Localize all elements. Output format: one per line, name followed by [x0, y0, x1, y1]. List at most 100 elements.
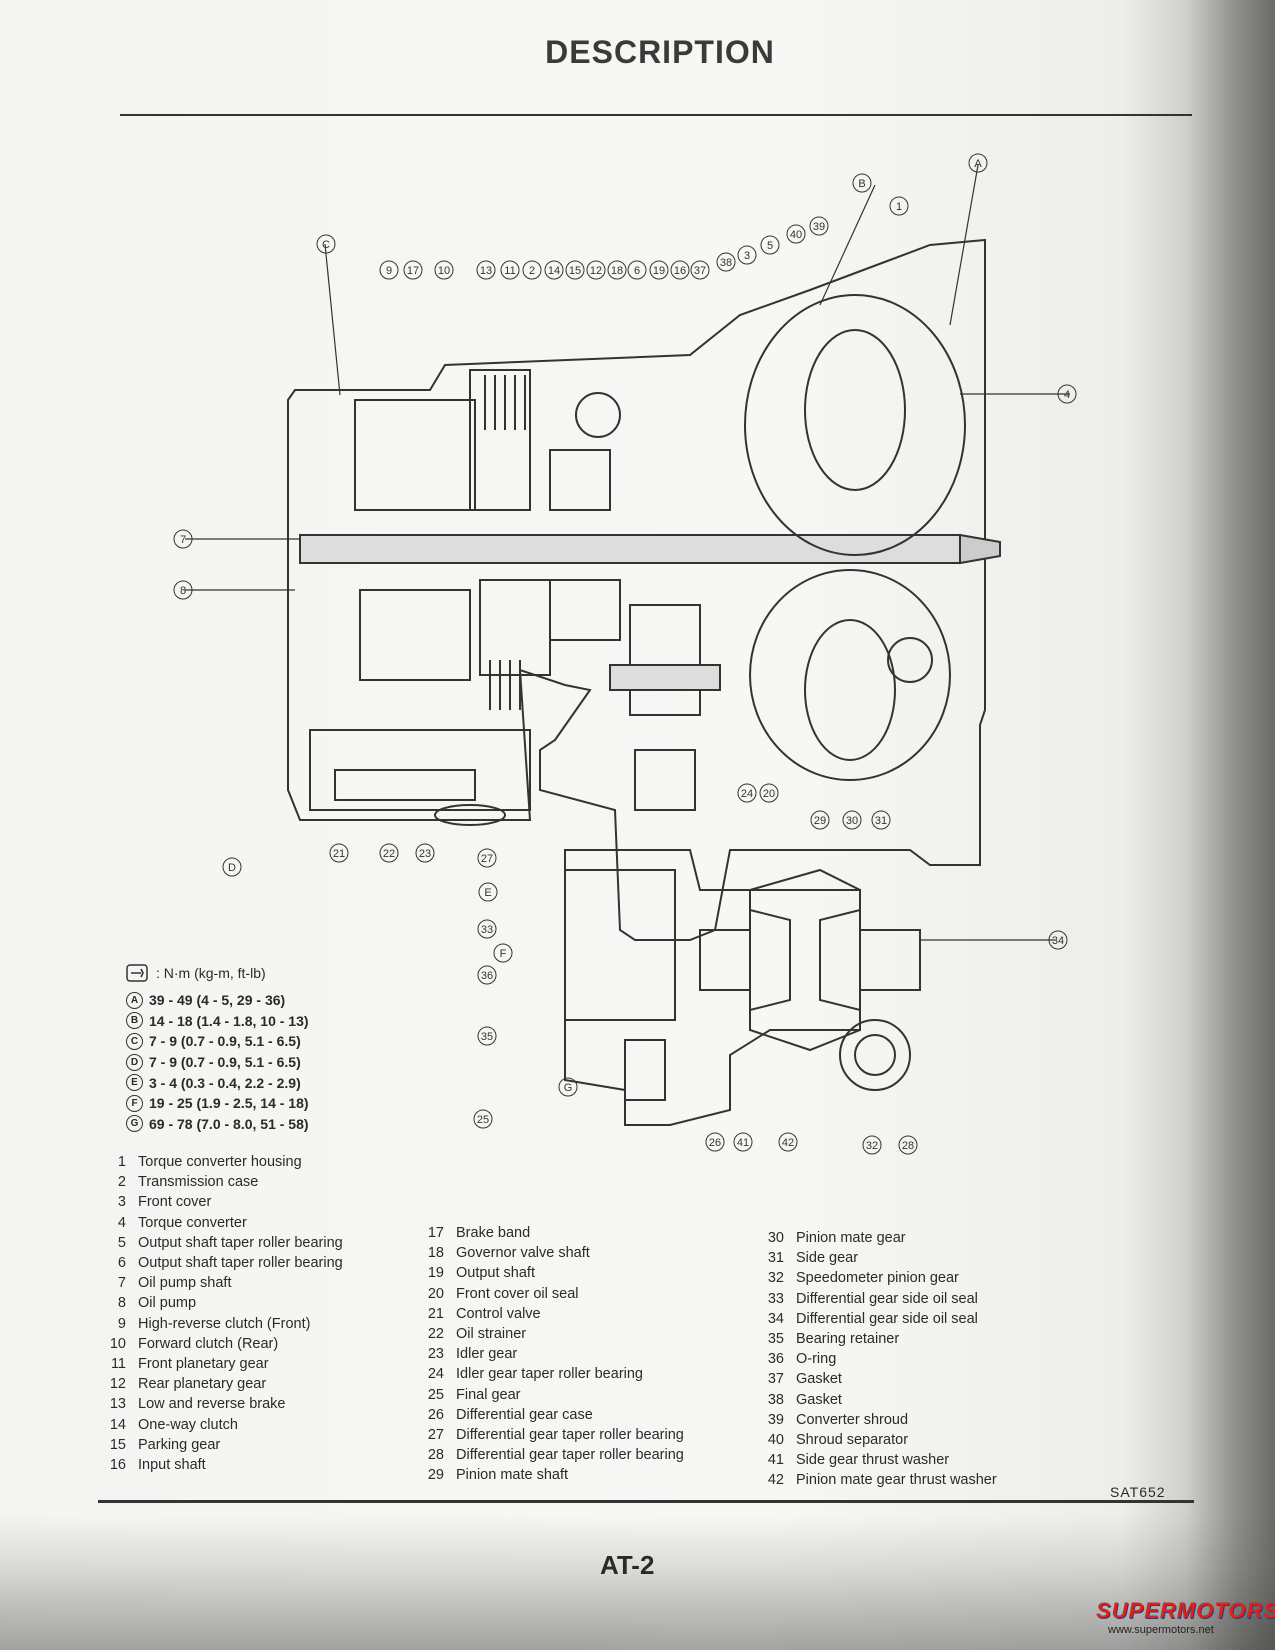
svg-text:2: 2 [529, 265, 535, 277]
svg-text:26: 26 [709, 1137, 721, 1149]
legend-label: Side gear thrust washer [796, 1452, 950, 1469]
legend-number: 30 [767, 1230, 784, 1247]
legend-label: Output shaft taper roller bearing [138, 1234, 343, 1251]
legend-label: Differential gear side oil seal [796, 1310, 978, 1327]
legend-label: Output shaft [456, 1265, 535, 1282]
legend-number: 33 [767, 1290, 784, 1307]
legend-label: Torque converter [138, 1214, 247, 1231]
callout-8: 8 [173, 580, 193, 600]
svg-text:41: 41 [737, 1137, 749, 1149]
legend-label: Converter shroud [796, 1411, 909, 1428]
legend-item: 13 Low and reverse brake [100, 1394, 343, 1414]
legend-label: Speedometer pinion gear [796, 1270, 959, 1287]
legend-label: Forward clutch (Rear) [138, 1335, 279, 1352]
svg-text:C: C [322, 239, 330, 251]
svg-text:10: 10 [438, 265, 450, 277]
legend-label: Gasket [796, 1391, 842, 1408]
callout-34: 34 [1048, 930, 1068, 950]
spec-value: 7 - 9 (0.7 - 0.9, 5.1 - 6.5) [149, 1054, 301, 1071]
legend-item: 34 Differential gear side oil seal [758, 1309, 997, 1329]
torque-spec-row: D 7 - 9 (0.7 - 0.9, 5.1 - 6.5) [126, 1052, 386, 1073]
svg-text:37: 37 [694, 265, 706, 277]
svg-text:42: 42 [782, 1137, 794, 1149]
spec-letter: D [126, 1053, 143, 1071]
svg-text:22: 22 [383, 848, 395, 860]
spec-value: 19 - 25 (1.9 - 2.5, 14 - 18) [149, 1095, 309, 1112]
legend-label: Final gear [456, 1386, 521, 1403]
scan-shadow [0, 1515, 1275, 1650]
legend-number: 1 [117, 1154, 126, 1171]
legend-label: Gasket [796, 1371, 842, 1388]
svg-text:8: 8 [180, 585, 186, 597]
legend-label: Input shaft [138, 1456, 206, 1473]
legend-item: 37 Gasket [758, 1369, 997, 1389]
legend-number: 31 [767, 1250, 784, 1267]
spec-value: 3 - 4 (0.3 - 0.4, 2.2 - 2.9) [149, 1074, 301, 1091]
legend-number: 17 [427, 1225, 444, 1242]
legend-number: 24 [427, 1366, 444, 1383]
legend-number: 13 [109, 1396, 126, 1413]
legend-number: 3 [117, 1194, 126, 1211]
callout-row-middle: 21 22 23 24 20 27 29 30 31 33 36 35 25 2… [329, 783, 918, 1155]
page-title: DESCRIPTION [545, 34, 775, 70]
svg-text:12: 12 [590, 265, 602, 277]
legend-label: Brake band [456, 1225, 531, 1242]
svg-text:E: E [484, 887, 491, 899]
legend-label: Pinion mate shaft [456, 1467, 569, 1484]
legend-label: Differential gear taper roller bearing [456, 1447, 684, 1464]
svg-text:9: 9 [386, 265, 392, 277]
legend-label: Differential gear side oil seal [796, 1290, 978, 1307]
transmission-cutaway-diagram: A B C D E F G 4 7 8 34 9 17 10 13 11 2 1… [173, 153, 1077, 1155]
page-number: AT-2 [600, 1550, 655, 1580]
spec-value: 69 - 78 (7.0 - 8.0, 51 - 58) [149, 1115, 309, 1132]
legend-label: Governor valve shaft [456, 1245, 590, 1262]
svg-text:35: 35 [481, 1031, 493, 1043]
legend-number: 23 [427, 1346, 444, 1363]
svg-text:29: 29 [814, 815, 826, 827]
legend-number: 20 [427, 1285, 444, 1302]
legend-number: 37 [767, 1371, 784, 1388]
svg-text:13: 13 [480, 265, 492, 277]
watermark: SUPERMOTORS www.supermotors.net [1096, 1598, 1275, 1642]
legend-number: 42 [767, 1472, 784, 1489]
legend-item: 38 Gasket [758, 1390, 997, 1410]
legend-number: 38 [767, 1391, 784, 1408]
legend-item: 5 Output shaft taper roller bearing [100, 1233, 343, 1253]
svg-text:36: 36 [481, 970, 493, 982]
legend-label: Front cover [138, 1194, 212, 1211]
legend-number: 14 [109, 1416, 126, 1433]
svg-text:7: 7 [180, 534, 186, 546]
spec-letter: B [126, 1012, 143, 1030]
svg-text:1: 1 [896, 201, 902, 213]
spec-letter: E [126, 1074, 143, 1092]
legend-label: Low and reverse brake [138, 1396, 286, 1413]
legend-number: 18 [427, 1245, 444, 1262]
legend-label: Output shaft taper roller bearing [138, 1255, 343, 1272]
legend-item: 17 Brake band [418, 1223, 684, 1243]
svg-text:24: 24 [741, 788, 753, 800]
legend-number: 34 [767, 1310, 784, 1327]
legend-number: 5 [117, 1234, 126, 1251]
legend-number: 8 [117, 1295, 126, 1312]
legend-label: O-ring [796, 1351, 837, 1368]
legend-number: 10 [109, 1335, 126, 1352]
legend-number: 28 [427, 1447, 444, 1464]
svg-text:18: 18 [611, 265, 623, 277]
